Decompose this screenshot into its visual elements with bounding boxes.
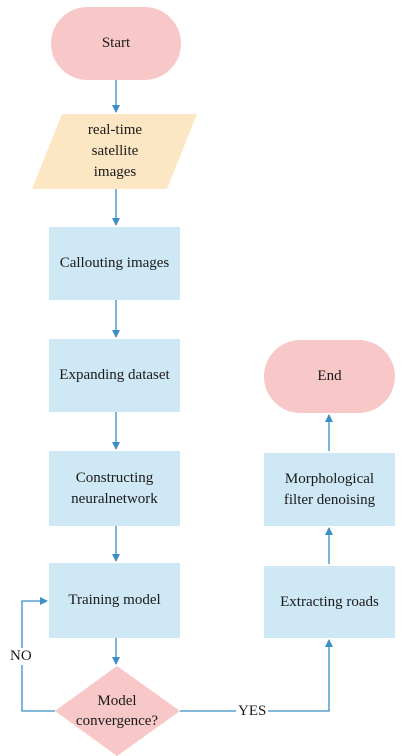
expanding-dataset-node: Expanding dataset bbox=[49, 339, 180, 412]
decision-node-label: Model convergence? bbox=[75, 693, 159, 729]
morphological-filter-node: Morphological filter denoising bbox=[264, 453, 395, 526]
yes-edge-label: YES bbox=[236, 703, 269, 720]
input-parallelogram bbox=[32, 114, 197, 189]
extracting-roads-node: Extracting roads bbox=[264, 566, 395, 638]
decision-diamond bbox=[55, 666, 180, 756]
arrow-yes-path bbox=[180, 639, 333, 712]
training-model-node: Training model bbox=[49, 563, 180, 638]
callout-images-node: Callouting images bbox=[49, 227, 180, 300]
end-node: End bbox=[264, 340, 395, 413]
start-node: Start bbox=[51, 7, 181, 80]
input-node-label: real-time satellite images bbox=[87, 122, 143, 180]
constructing-network-node: Constructing neuralnetwork bbox=[49, 451, 180, 526]
no-edge-label: NO bbox=[8, 648, 34, 665]
